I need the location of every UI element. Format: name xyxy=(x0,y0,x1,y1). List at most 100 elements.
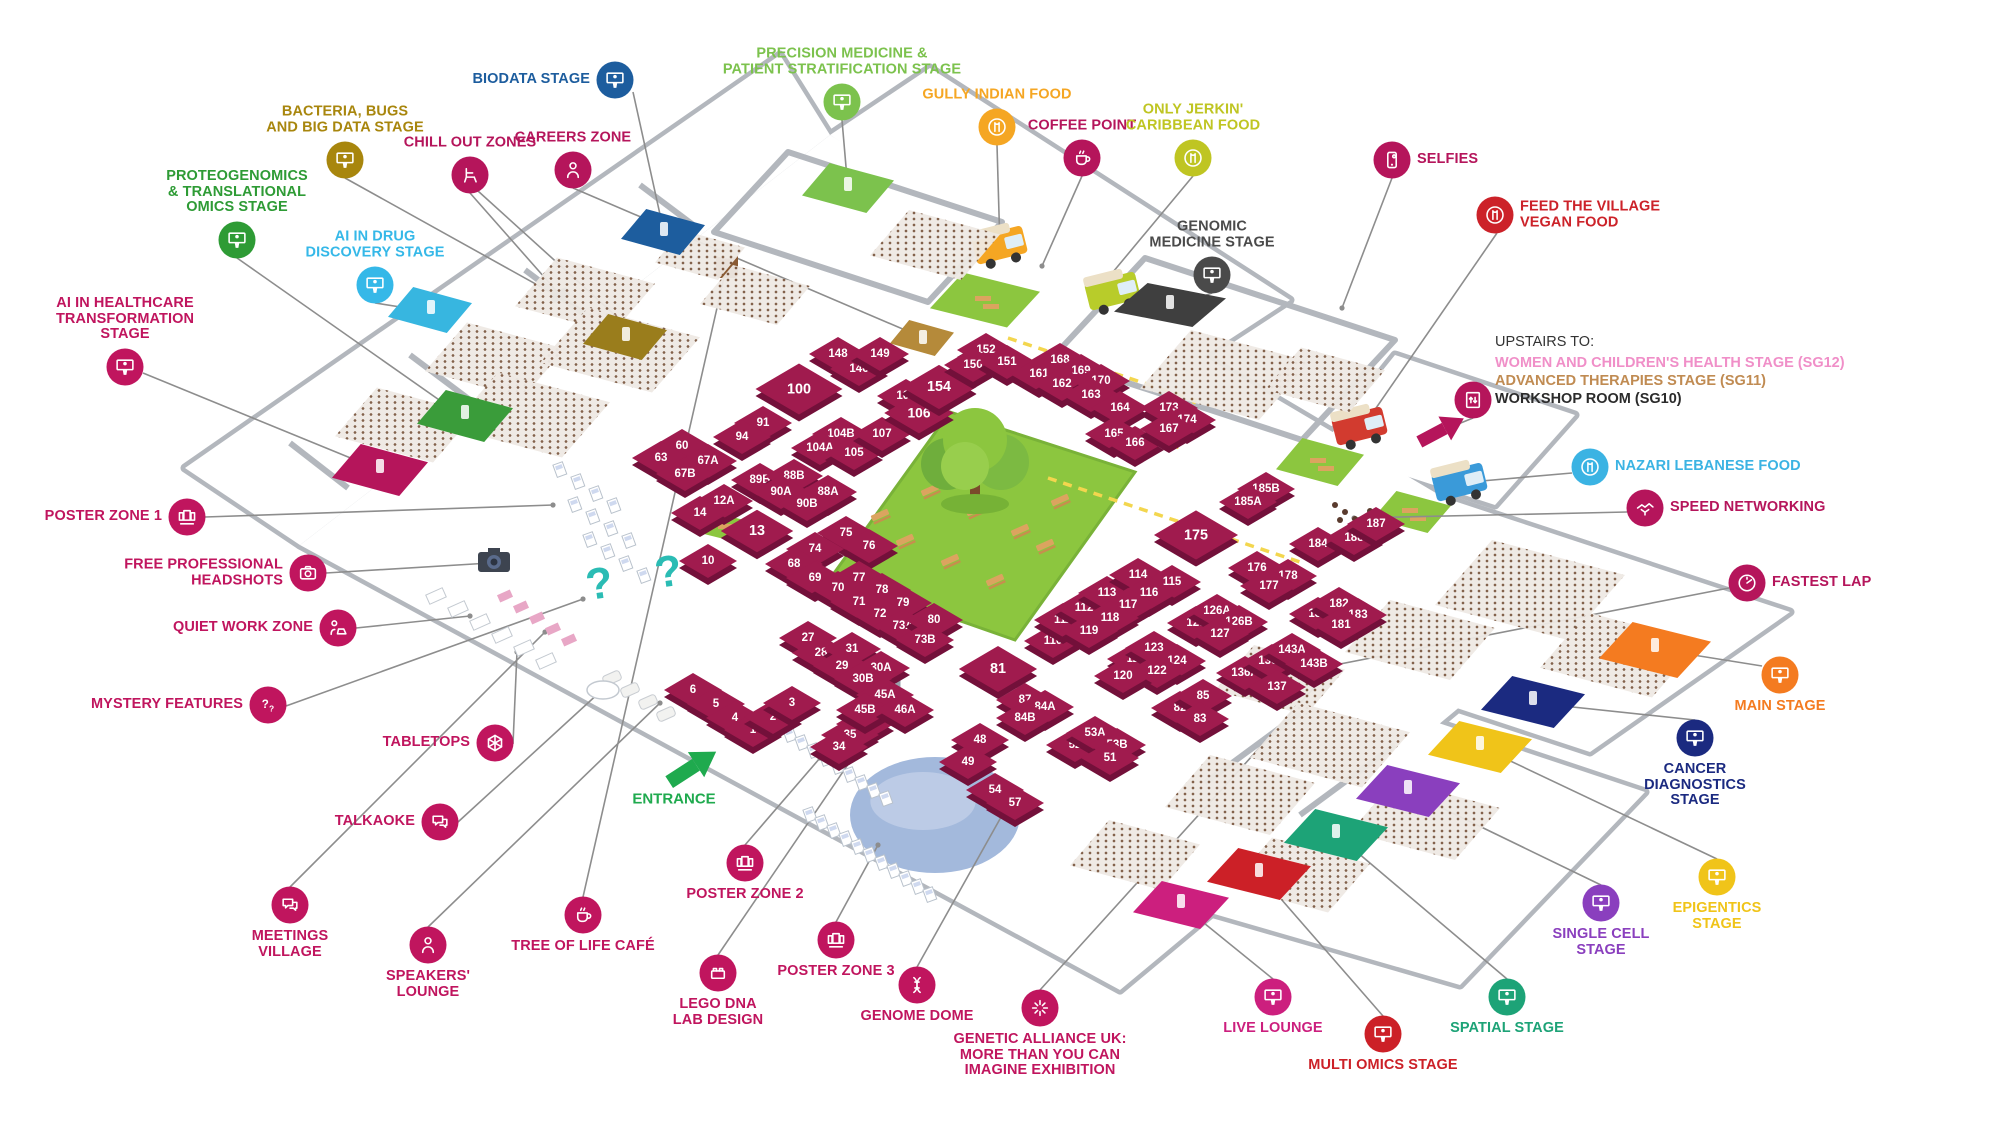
booth-number: 118 xyxy=(1100,612,1120,624)
booth-167: 167 xyxy=(1140,412,1198,453)
callout-fastest-lap: FASTEST LAP xyxy=(1772,574,1872,591)
stage-podium xyxy=(659,221,668,236)
genetic-alliance-uk-icon xyxy=(1021,989,1059,1027)
booth-number: 31 xyxy=(845,643,859,655)
booth-number: 116 xyxy=(1139,587,1159,599)
booth-number: 88B xyxy=(783,470,805,482)
stage-podium xyxy=(461,404,470,419)
booth-number: 117 xyxy=(1118,599,1138,611)
room-wall-1 xyxy=(711,149,1005,305)
callout-gully-indian-food: GULLY INDIAN FOOD xyxy=(922,86,1072,103)
callout-poster-zone-1: POSTER ZONE 1 xyxy=(44,508,162,525)
meetings-village-icon xyxy=(271,886,309,924)
upstairs-elevator-icon xyxy=(1454,381,1492,419)
food-truck-3 xyxy=(1430,459,1488,506)
booth-number: 115 xyxy=(1162,576,1182,588)
booth-number: 81 xyxy=(990,660,1006,677)
callout-chill-out-zones: CHILL OUT ZONES xyxy=(403,134,537,151)
booth-185A: 185A xyxy=(1219,485,1277,526)
booth-46A: 46A xyxy=(876,693,934,734)
booth-number: 13 xyxy=(749,523,765,539)
booth-number: 114 xyxy=(1128,569,1148,581)
booth-number: 168 xyxy=(1050,354,1070,366)
svg-text:?: ? xyxy=(262,699,269,711)
booth-number: 77 xyxy=(852,572,866,584)
park-tree xyxy=(921,408,1029,514)
booth-187: 187 xyxy=(1347,507,1405,548)
upstairs-heading: UPSTAIRS TO: xyxy=(1495,334,1595,350)
booth-number: 75 xyxy=(839,527,853,539)
upstairs-item-1: ADVANCED THERAPIES STAGE (SG11) xyxy=(1495,373,1766,390)
booth-number: 29 xyxy=(835,660,849,672)
booth-175: 175 xyxy=(1153,510,1239,567)
callout-multi-omics-stage: MULTI OMICS STAGE xyxy=(1308,1057,1458,1073)
quiet-work-zone-icon xyxy=(319,609,357,647)
callout-genome-dome: GENOME DOME xyxy=(860,1008,974,1024)
booth-number: 27 xyxy=(801,632,815,644)
callout-coffee-point: COFFEE POINT xyxy=(1027,117,1137,134)
booth-number: 70 xyxy=(831,582,845,594)
callout-poster-zone-3: POSTER ZONE 3 xyxy=(777,963,895,979)
booth-number: 185A xyxy=(1234,496,1262,508)
gully-indian-food-icon xyxy=(978,108,1016,146)
booth-49: 49 xyxy=(939,745,997,786)
booth-number: 104B xyxy=(827,428,855,440)
booth-number: 12A xyxy=(713,495,735,507)
booth-number: 176 xyxy=(1247,562,1267,574)
booth-number: 10 xyxy=(701,555,715,567)
booth-number: 154 xyxy=(927,379,951,395)
booth-number: 162 xyxy=(1052,378,1072,390)
stage-podium xyxy=(1331,823,1340,838)
chill-out-zones-icon xyxy=(451,156,489,194)
speakers-lounge-icon xyxy=(409,926,447,964)
speed-networking-icon xyxy=(1626,489,1664,527)
booth-127: 127 xyxy=(1191,617,1249,658)
poster-zone-1-icon xyxy=(168,498,206,536)
booth-number: 76 xyxy=(862,540,876,552)
entrance-arrow xyxy=(665,751,717,789)
precision-medicine-stage-icon xyxy=(823,83,861,121)
booth-number: 90B xyxy=(796,498,818,510)
proteogenomics-stage-icon xyxy=(218,221,256,259)
food-truck-1 xyxy=(1083,268,1141,315)
booth-number: 148 xyxy=(828,348,848,360)
booth-number: 14 xyxy=(693,507,707,519)
booth-number: 106 xyxy=(907,405,931,421)
booth-number: 83 xyxy=(1193,713,1207,725)
booth-number: 137 xyxy=(1267,681,1287,693)
booth-57: 57 xyxy=(986,786,1044,827)
stage-podium xyxy=(1475,735,1484,750)
callout-careers-zone: CAREERS ZONE xyxy=(514,129,632,146)
booth-number: 34 xyxy=(832,741,846,753)
booth-number: 120 xyxy=(1113,670,1133,682)
booth-number: 187 xyxy=(1366,518,1386,530)
callout-biodata-stage: BIODATA STAGE xyxy=(472,71,590,88)
booth-number: 49 xyxy=(961,756,975,768)
booth-number: 80 xyxy=(927,614,941,626)
booth-number: 150 xyxy=(963,359,983,371)
upstairs-item-0: WOMEN AND CHILDREN'S HEALTH STAGE (SG12) xyxy=(1495,355,1845,372)
booth-number: 181 xyxy=(1331,619,1351,631)
booth-number: 100 xyxy=(787,381,811,397)
booth-number: 149 xyxy=(870,348,890,360)
nazari-lebanese-food-icon xyxy=(1571,448,1609,486)
booth-13: 13 xyxy=(720,509,794,560)
stage-podium xyxy=(376,458,385,473)
genome-dome-icon xyxy=(898,966,936,1004)
food-truck-2 xyxy=(1330,403,1388,450)
ai-healthcare-stage-icon xyxy=(106,348,144,386)
booth-number: 151 xyxy=(997,356,1017,368)
booth-number: 84B xyxy=(1014,712,1036,724)
stage-podium xyxy=(426,299,435,314)
booth-number: 57 xyxy=(1008,797,1022,809)
booth-number: 48 xyxy=(973,734,987,746)
